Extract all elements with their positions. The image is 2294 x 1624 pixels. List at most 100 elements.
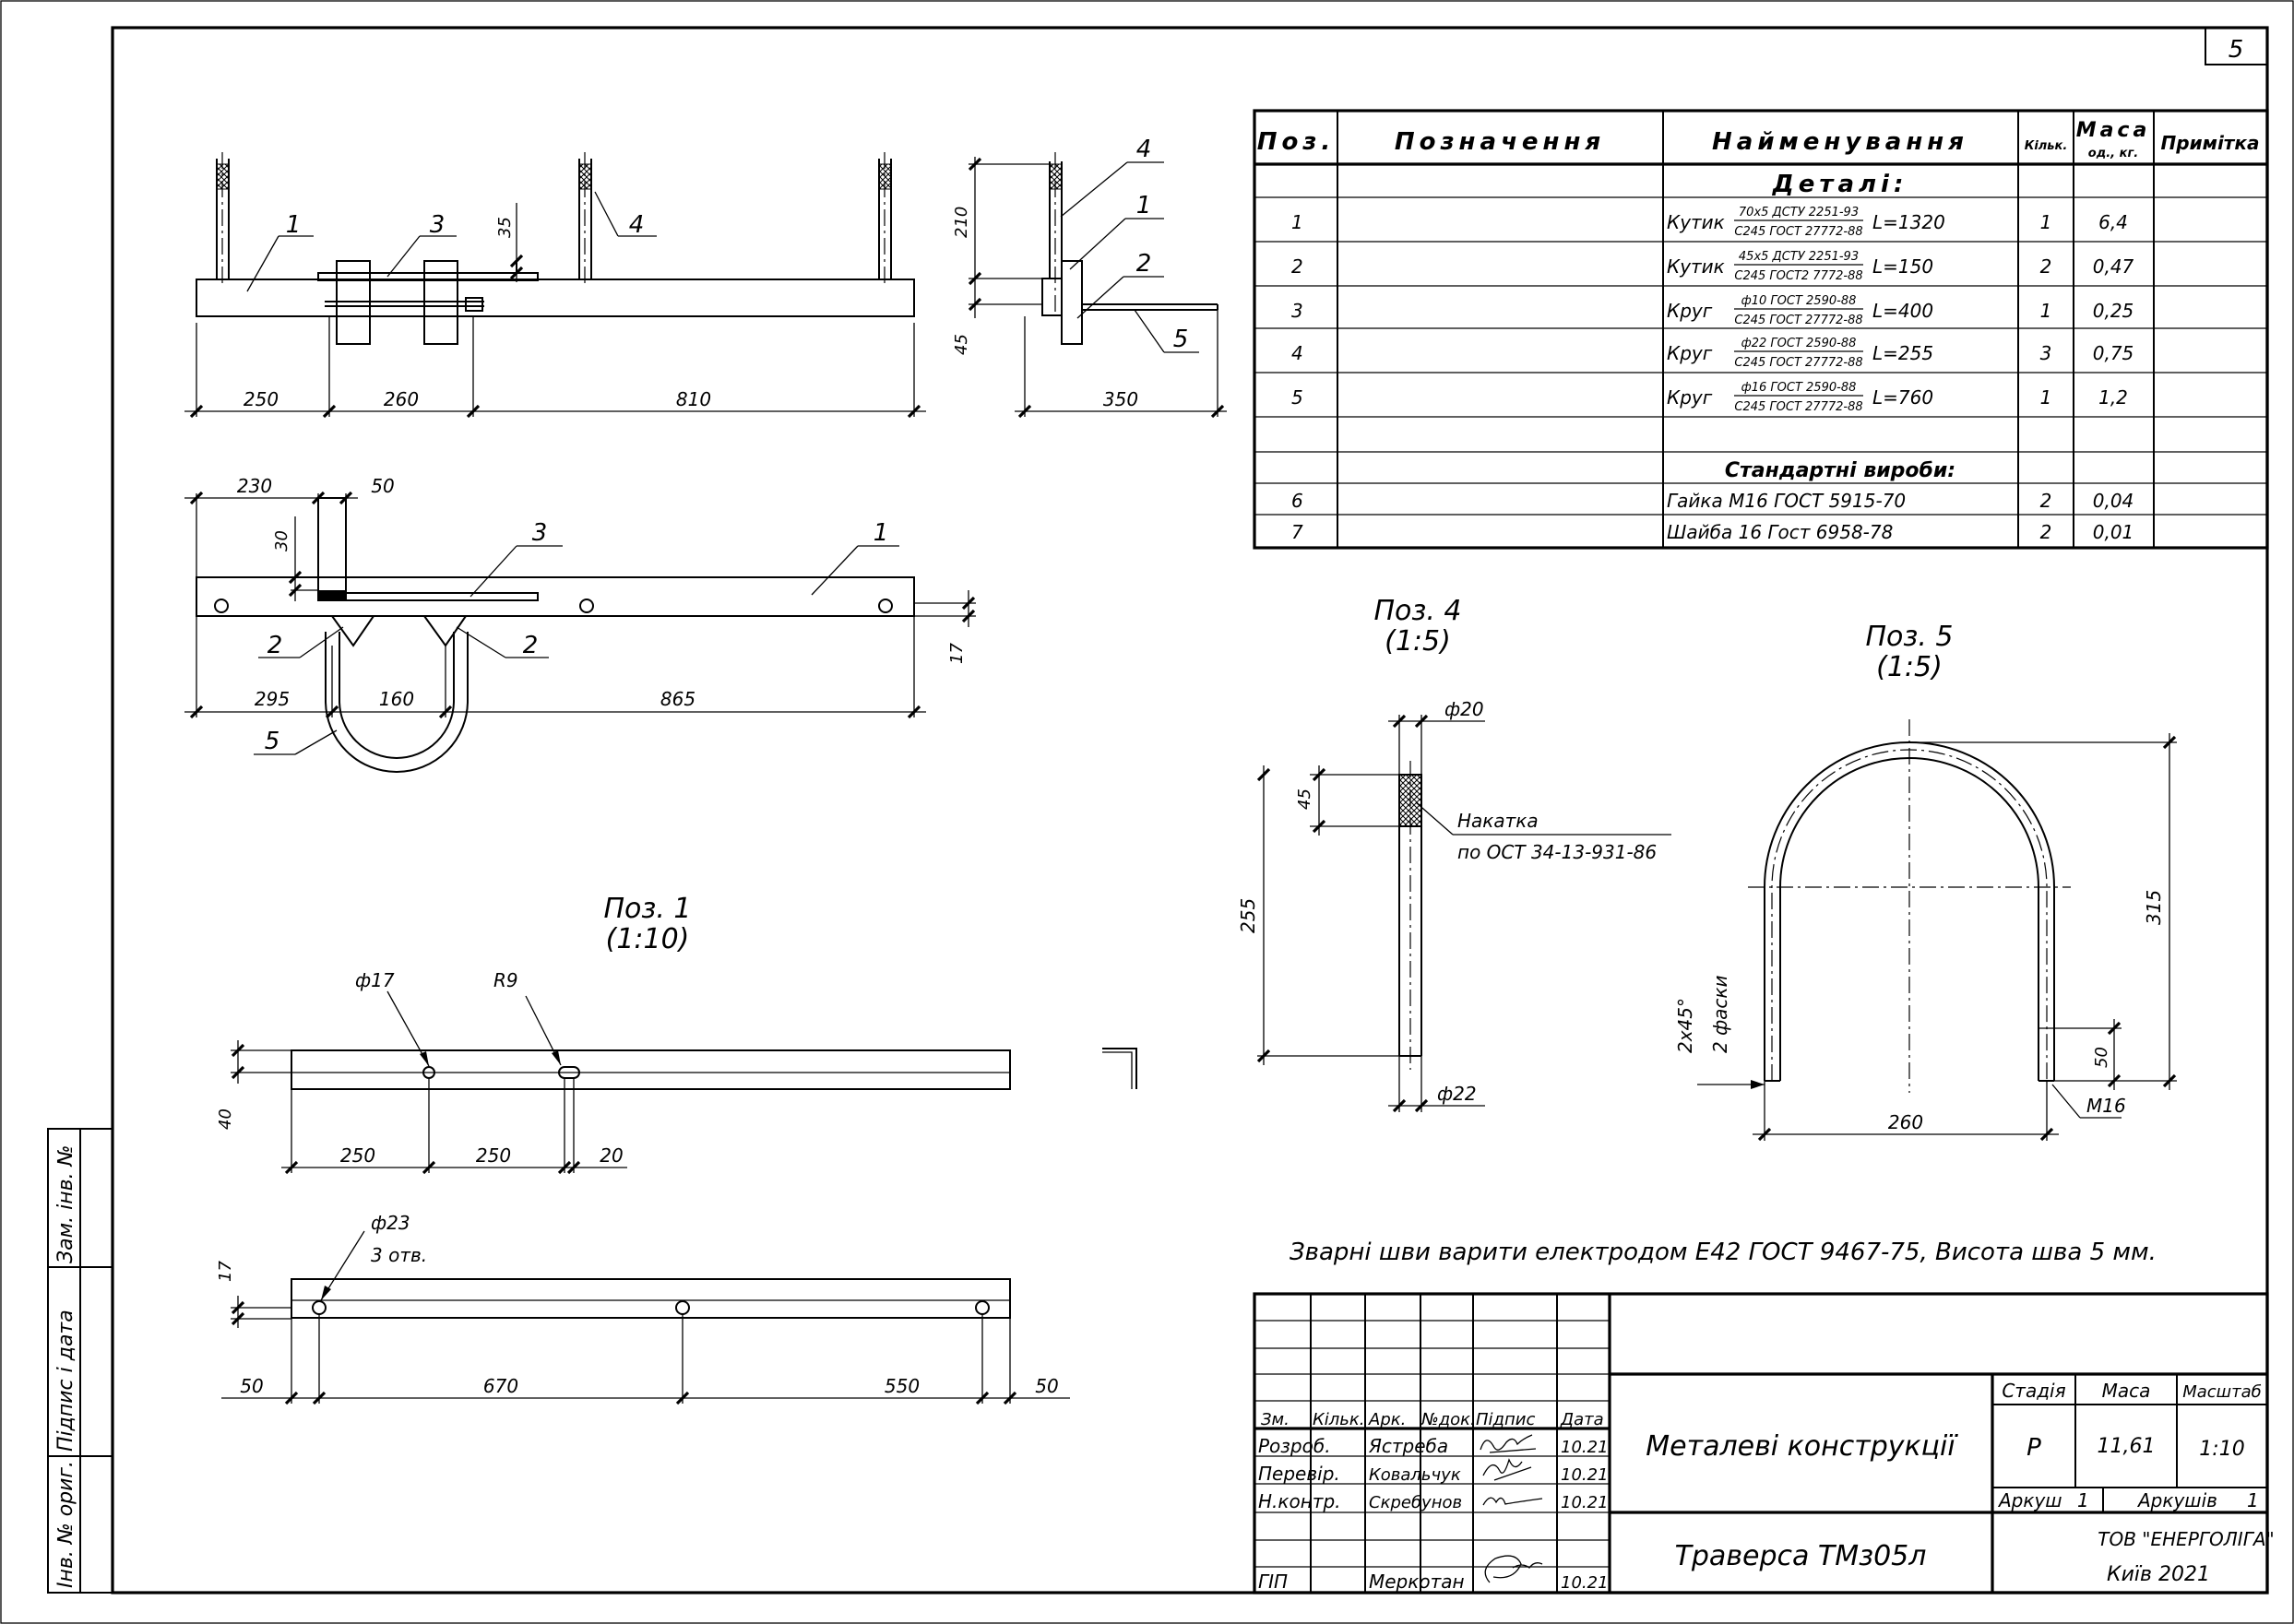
tb-sheets-label: Аркушів [2136, 1489, 2217, 1511]
spec-row-profile: ф10 ГОСТ 2590-88 [1741, 294, 1857, 308]
front-dim-260: 260 [384, 388, 419, 410]
tb-header-date: Дата [1560, 1410, 1604, 1429]
side-dim-350: 350 [1103, 388, 1138, 410]
pos1-dim-50-left: 50 [240, 1375, 263, 1397]
spec-row-length: L=1320 [1872, 211, 1945, 233]
side-dim-210: 210 [952, 207, 971, 238]
tb-sheet-label: Аркуш [1997, 1489, 2062, 1511]
pos4-knurl-note: Накатка [1457, 810, 1539, 832]
pos1-dim-17: 17 [216, 1261, 235, 1282]
pos1-dim-550: 550 [885, 1375, 920, 1397]
spec-row-mass: 0,25 [2093, 300, 2134, 322]
spec-row-length: L=255 [1872, 342, 1933, 364]
front-callout-3: 3 [430, 211, 446, 239]
top-dim-160: 160 [379, 688, 414, 710]
spec-row-length: L=760 [1872, 386, 1933, 409]
spec-standard-row-name: Шайба 16 Гост 6958-78 [1667, 521, 1893, 543]
tb-name-checker: Ковальчук [1369, 1465, 1461, 1485]
spec-row-material: С245 ГОСТ2 7772-88 [1734, 269, 1862, 283]
spec-row-profile: 45х5 ДСТУ 2251-93 [1739, 250, 1859, 264]
spec-standard-row-mass: 0,01 [2093, 521, 2134, 543]
spec-row-qty: 3 [2040, 342, 2052, 364]
spec-row-qty: 2 [2040, 255, 2052, 278]
tb-part-name: Траверса ТМз05л [1675, 1540, 1927, 1572]
front-callout-4: 4 [629, 211, 645, 239]
spec-row-pos: 1 [1291, 211, 1303, 233]
top-callout-2-right: 2 [523, 632, 539, 659]
front-callout-1: 1 [286, 211, 302, 239]
top-callout-1: 1 [874, 519, 889, 547]
spec-row-pos: 2 [1291, 255, 1303, 278]
spec-row-pos: 4 [1291, 342, 1303, 364]
tb-company: ТОВ "ЕНЕРГОЛІГА" [2098, 1528, 2274, 1550]
spec-row-pos: 5 [1291, 386, 1303, 409]
spec-header-note: Примітка [2161, 132, 2260, 154]
pos1-radius-9: R9 [493, 969, 518, 991]
pos1-dim-250-a: 250 [340, 1144, 375, 1167]
pos4-title: Поз. 4 [1373, 595, 1461, 627]
tb-stage-label: Стадія [2002, 1380, 2065, 1402]
tb-role-developer: Розроб. [1258, 1435, 1331, 1457]
side-callout-1: 1 [1136, 192, 1152, 219]
pos5-dim-315: 315 [2143, 890, 2165, 925]
spec-row-length: L=400 [1872, 300, 1933, 322]
pos4-dim-45: 45 [1295, 788, 1314, 810]
spec-row-name: Кутик [1667, 255, 1725, 278]
spec-standard-row-pos: 6 [1291, 490, 1303, 512]
top-dim-295: 295 [255, 688, 290, 710]
pos5-dim-260: 260 [1888, 1111, 1923, 1133]
tb-header-doc: №док. [1420, 1410, 1476, 1429]
spec-row-pos: 3 [1291, 300, 1303, 322]
tb-scale: 1:10 [2199, 1438, 2244, 1461]
spec-row-profile: ф16 ГОСТ 2590-88 [1741, 381, 1857, 395]
signature-developer [1480, 1434, 1537, 1453]
side-callout-4: 4 [1136, 136, 1152, 163]
side-stamp-original: Інв. № ориг. [54, 1461, 77, 1588]
spec-row-mass: 0,75 [2093, 342, 2134, 364]
spec-header-qty: Кільк. [2025, 139, 2068, 153]
spec-row-material: С245 ГОСТ 27772-88 [1734, 225, 1862, 239]
top-callout-3: 3 [532, 519, 548, 547]
tb-stage: Р [2027, 1434, 2041, 1462]
side-callout-2: 2 [1136, 250, 1152, 278]
side-stamp-replacement: Зам. інв. № [54, 1145, 77, 1264]
tb-scale-label: Масштаб [2182, 1382, 2262, 1402]
spec-standard-row-pos: 7 [1291, 521, 1303, 543]
tb-header-qty: Кільк. [1313, 1410, 1365, 1429]
pos1-dim-670: 670 [483, 1375, 518, 1397]
top-dim-865: 865 [660, 688, 695, 710]
spec-standard-row-qty: 2 [2040, 521, 2052, 543]
spec-row-qty: 1 [2040, 300, 2052, 322]
pos1-title: Поз. 1 [603, 893, 691, 925]
spec-section-details: Деталі: [1772, 171, 1908, 198]
pos5-chamfer-size: 2х45° [1674, 998, 1696, 1053]
side-stamp-signature: Підпис і дата [54, 1310, 77, 1452]
spec-section-standard: Стандартні вироби: [1725, 459, 1955, 482]
spec-row-material: С245 ГОСТ 27772-88 [1734, 356, 1862, 370]
pos1-scale: (1:10) [606, 923, 690, 955]
pos1-hole-23: ф23 [371, 1212, 410, 1234]
signature-gip [1484, 1555, 1543, 1583]
spec-row-name: Круг [1667, 386, 1713, 409]
pos4-dim-255: 255 [1237, 898, 1259, 933]
tb-mass: 11,61 [2098, 1435, 2156, 1458]
top-dim-230: 230 [237, 475, 272, 497]
pos1-detail: Поз. 1 (1:10) 40 250 250 20 ф17 R9 [216, 893, 1137, 1405]
tb-header-change: Зм. [1261, 1410, 1290, 1429]
spec-row-material: С245 ГОСТ 27772-88 [1734, 314, 1862, 327]
spec-header-mass-top: Маса [2076, 119, 2151, 142]
tb-city-year: Київ 2021 [2107, 1563, 2210, 1586]
spec-row-name: Круг [1667, 342, 1713, 364]
spec-row-qty: 1 [2040, 211, 2052, 233]
spec-standard-row-qty: 2 [2040, 490, 2052, 512]
pos1-holes-note: 3 отв. [371, 1244, 427, 1266]
spec-row-mass: 0,47 [2093, 255, 2134, 278]
side-stamp: Зам. інв. № Підпис і дата Інв. № ориг. [47, 1128, 113, 1594]
top-callout-5: 5 [265, 728, 280, 755]
spec-row-profile: ф22 ГОСТ 2590-88 [1741, 337, 1857, 350]
